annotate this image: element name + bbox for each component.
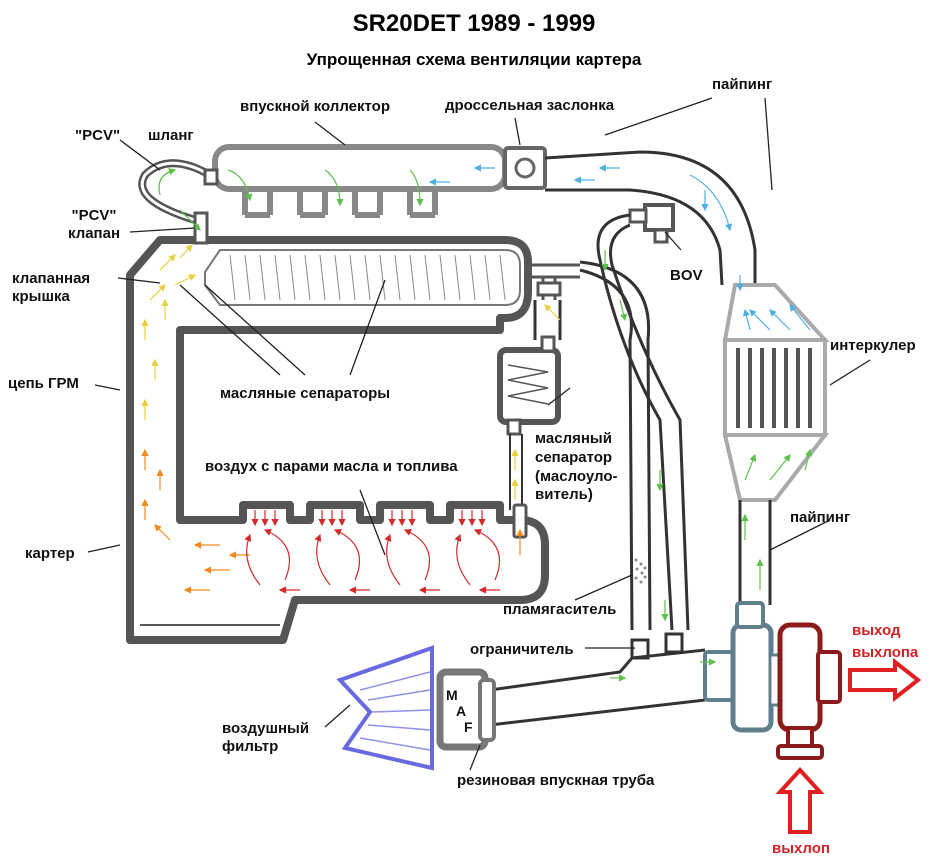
pcv-valve [193, 211, 209, 245]
bov-body [643, 203, 675, 232]
throttle-plate [514, 157, 536, 179]
breather-hose-right [596, 213, 674, 631]
label-throttle: дроссельная заслонка [445, 97, 615, 114]
label-intake-manifold: впускной коллектор [240, 98, 390, 115]
label-intake-pipe: резиновая впускная труба [457, 772, 655, 789]
arrow-right-icon [848, 657, 922, 703]
label-piping-top: пайпинг [712, 76, 773, 93]
arrow-up-icon [775, 767, 825, 834]
label-oil-separators: масляные сепараторы [220, 385, 391, 402]
label-crankcase: картер [25, 545, 75, 562]
catch-can-baffles [507, 364, 549, 405]
label-flame-arrester: пламягаситель [503, 601, 617, 618]
maf-letter-f: F [464, 719, 473, 735]
intake-runners [242, 189, 438, 215]
label-air-filter: воздушный фильтр [222, 720, 310, 755]
label-exhaust-out: выход выхлопа [852, 622, 919, 661]
label-intercooler: интеркулер [830, 337, 916, 354]
intercooler-bottom-tank [722, 433, 830, 502]
piping-lower [738, 500, 772, 605]
separator-hatching [229, 254, 506, 301]
label-oil-catch-can: масляный сепаратор (маслоуло- витель) [535, 430, 618, 504]
compressor-housing [730, 622, 774, 733]
valve-cover-separator [204, 249, 521, 306]
catch-can-tee [528, 263, 580, 300]
leader-lines [87, 97, 871, 771]
blowby-arrows-yellow [141, 244, 561, 500]
label-timing-chain: цепь ГРМ [8, 375, 79, 392]
label-valve-cover: клапанная крышка [12, 270, 91, 305]
catch-can [497, 347, 561, 425]
label-exhaust-in: выхлоп [772, 840, 830, 857]
label-blowby: воздух с парами масла и топлива [205, 458, 458, 475]
label-pcv-hose-quote: "PCV" [75, 127, 121, 144]
turbine-outlet [816, 650, 842, 704]
page-title: SR20DET 1989 - 1999 [352, 10, 596, 37]
label-pcv-valve: "PCV" клапан [68, 207, 121, 242]
label-bov: BOV [670, 267, 703, 284]
blowby-arrows-red [244, 510, 501, 594]
page-subtitle: Упрощенная схема вентиляции картера [306, 50, 642, 69]
flame-arrester-mesh [634, 558, 647, 584]
airflow-arrows-green [158, 167, 813, 682]
maf-letter-m: M [446, 687, 458, 703]
restrictor-right [664, 632, 684, 654]
intake-pipe [489, 648, 706, 727]
label-piping-bottom: пайпинг [790, 509, 851, 526]
engine-block-outline [126, 236, 549, 644]
piping-upper [544, 150, 757, 285]
airflow-arrows-blue [428, 164, 811, 331]
blowby-arrows-orange [141, 448, 524, 594]
intake-manifold-plenum [212, 144, 508, 192]
label-restrictor: ограничитель [470, 641, 574, 658]
intercooler-fins [736, 348, 812, 428]
label-pcv-hose: шланг [148, 127, 194, 144]
turbine-housing [777, 622, 823, 733]
pcv-nipple [203, 168, 219, 186]
air-filter-cone [336, 645, 434, 771]
maf-letter-a: A [456, 703, 467, 719]
intercooler-top-tank [722, 283, 830, 342]
air-filter-pleats [359, 671, 431, 751]
